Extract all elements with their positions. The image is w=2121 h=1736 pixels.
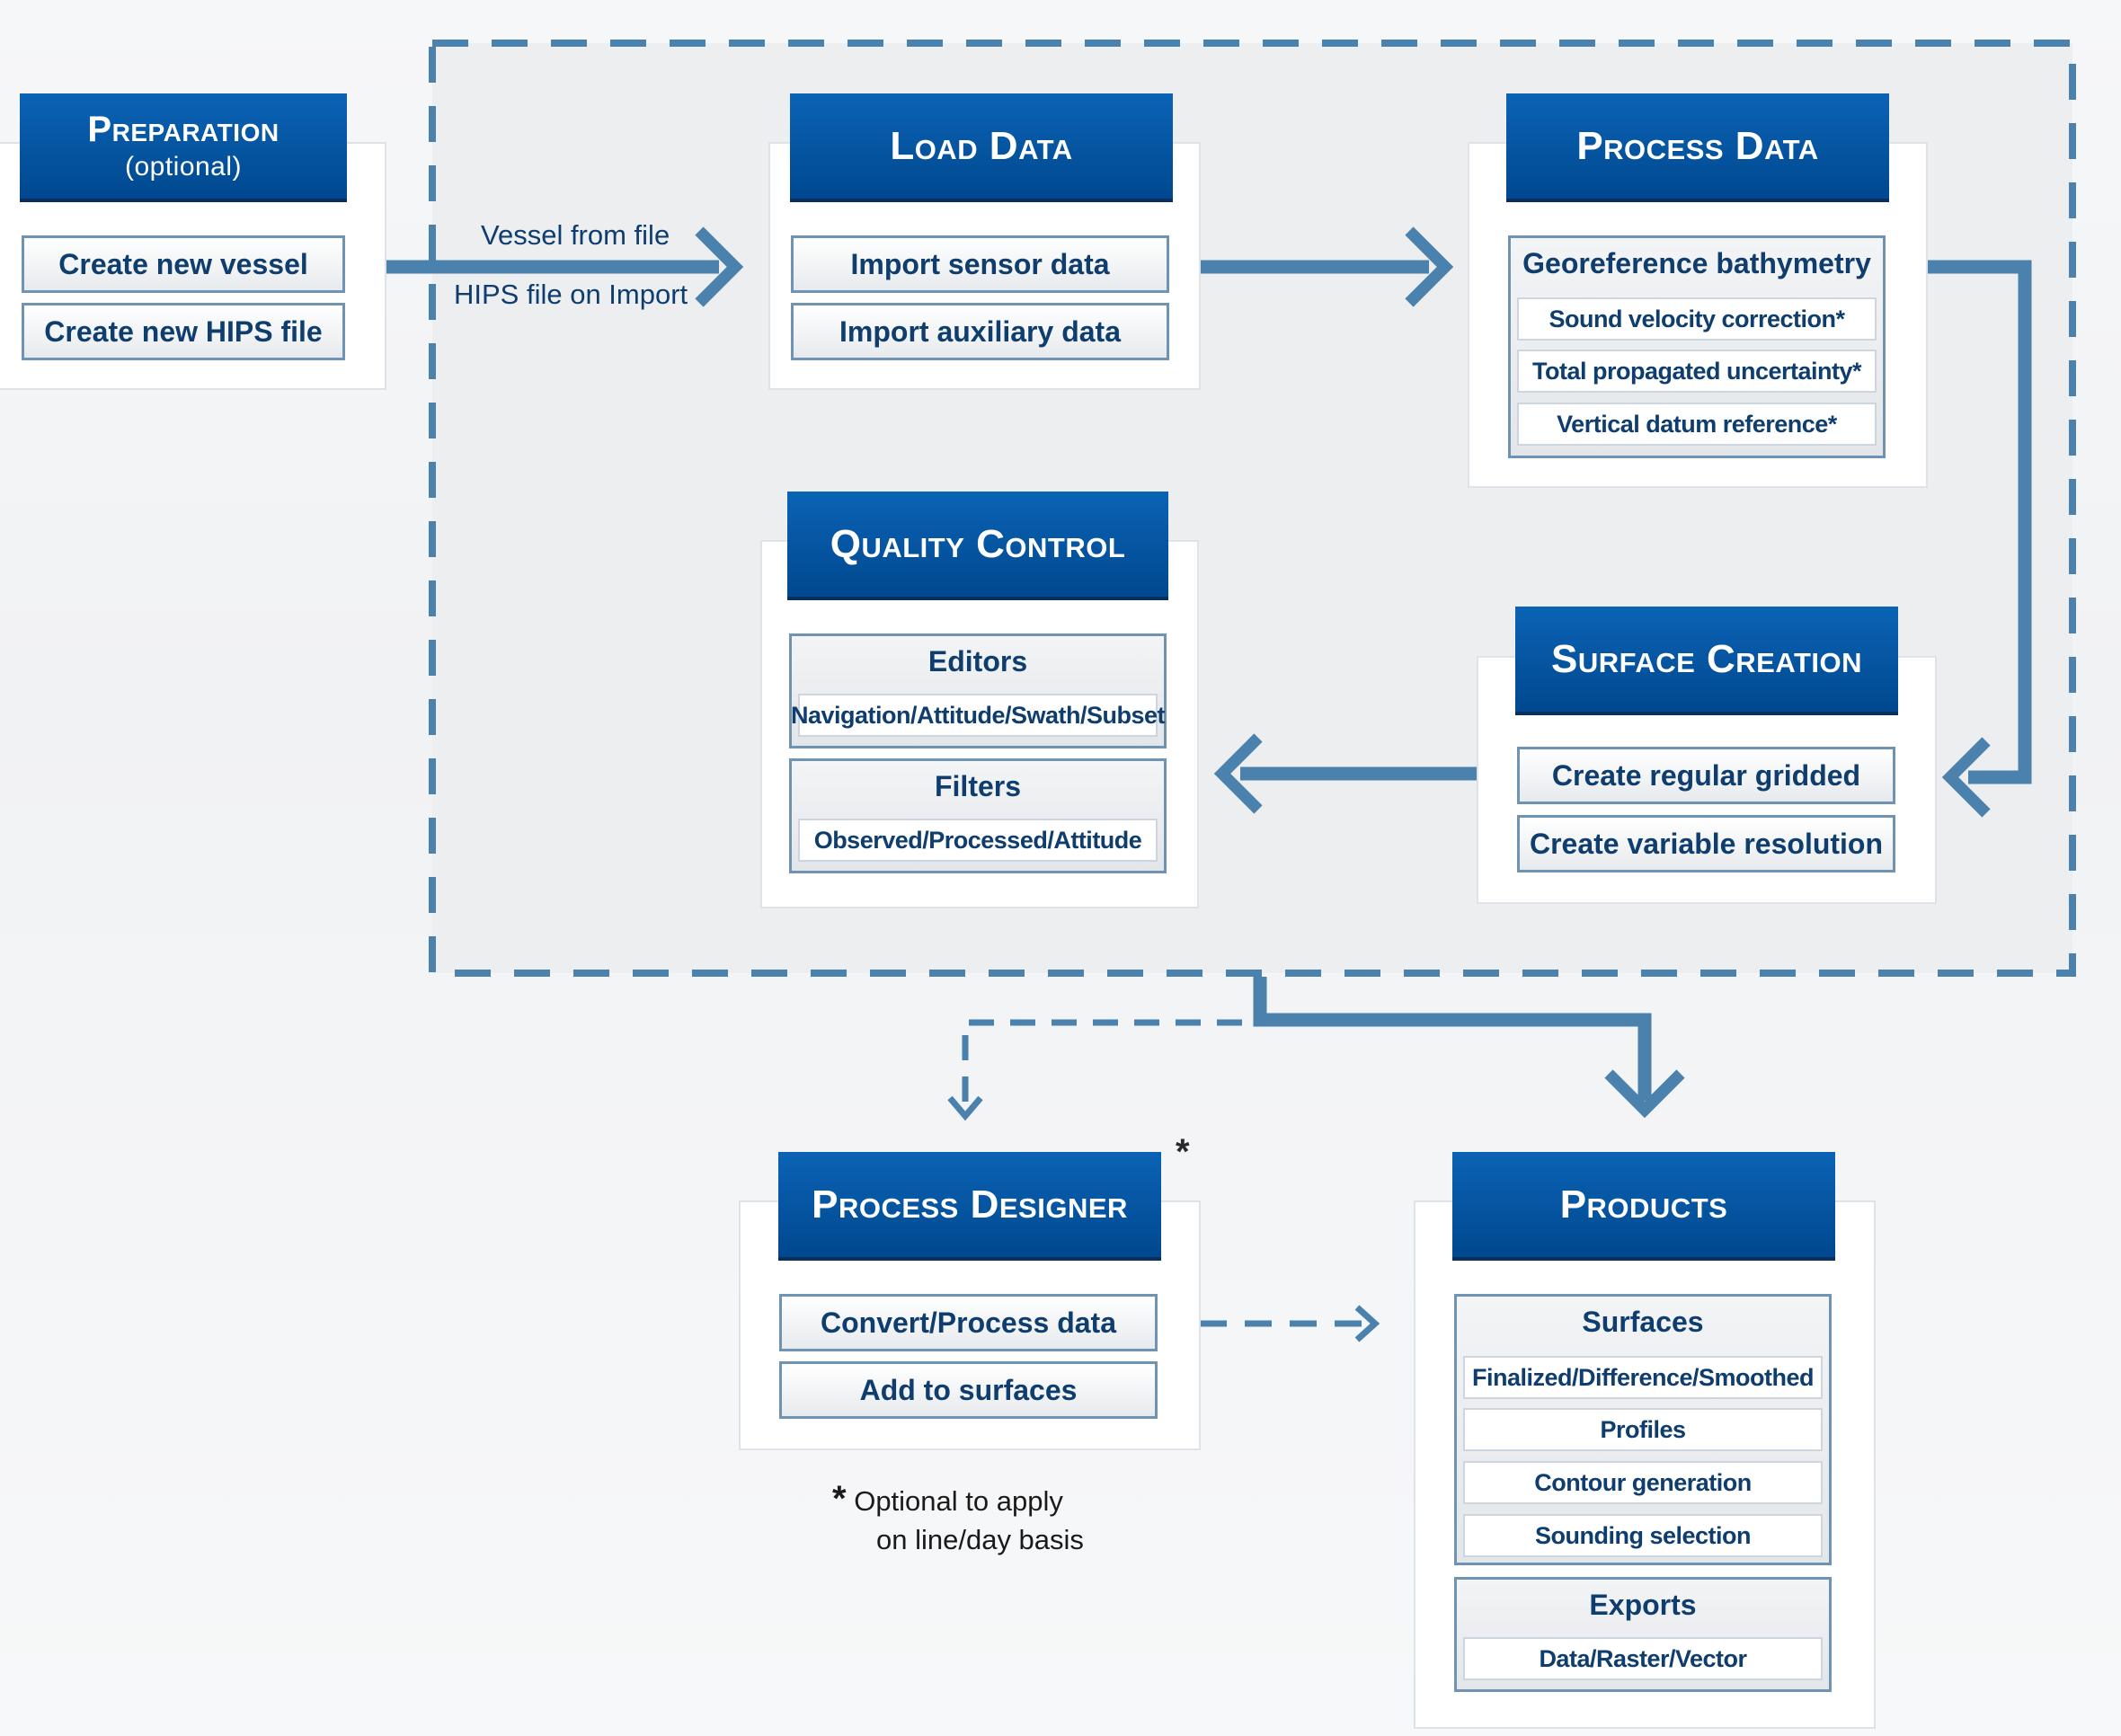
convert-process-data-button[interactable]: Convert/Process data [779, 1294, 1158, 1351]
vertical-datum-reference-item[interactable]: Vertical datum reference* [1517, 403, 1877, 446]
observed-processed-attitude-item[interactable]: Observed/Processed/Attitude [798, 819, 1158, 862]
arrowhead-prep-to-load [695, 226, 744, 307]
arrowhead-process-to-surface [1941, 737, 1991, 818]
editors-group: Editors Navigation/Attitude/Swath/Subset [789, 633, 1167, 748]
load-data-header: Load Data [790, 93, 1173, 202]
process-designer-asterisk: * [1176, 1132, 1190, 1172]
import-auxiliary-data-button[interactable]: Import auxiliary data [791, 303, 1169, 360]
surfaces-title[interactable]: Surfaces [1582, 1306, 1704, 1338]
footnote-asterisk: * [832, 1479, 847, 1519]
create-new-hips-file-button[interactable]: Create new HIPS file [22, 303, 345, 360]
arrowhead-region-to-products [1604, 1069, 1685, 1119]
process-designer-header: Process Designer [778, 1152, 1161, 1261]
footnote-line-2: on line/day basis [876, 1524, 1084, 1555]
quality-control-title: Quality Control [830, 521, 1126, 566]
quality-control-header: Quality Control [787, 492, 1168, 600]
vessel-from-file-label: Vessel from file [481, 219, 670, 251]
finalized-difference-smoothed-item[interactable]: Finalized/Difference/Smoothed [1463, 1356, 1823, 1399]
dashed-arrow-region-to-designer [962, 1019, 1242, 1107]
arrowhead-surface-to-qc [1213, 733, 1263, 814]
create-regular-gridded-button[interactable]: Create regular gridded [1517, 747, 1895, 804]
preparation-subtitle: (optional) [124, 152, 243, 182]
preparation-title: Preparation [87, 110, 280, 149]
products-title: Products [1559, 1182, 1728, 1227]
profiles-item[interactable]: Profiles [1463, 1408, 1823, 1451]
sound-velocity-correction-item[interactable]: Sound velocity correction* [1517, 297, 1877, 341]
add-to-surfaces-button[interactable]: Add to surfaces [779, 1361, 1158, 1419]
footnote-line-1: * Optional to apply [832, 1479, 1063, 1519]
dashed-arrowhead-region-to-designer [947, 1095, 983, 1121]
editors-title[interactable]: Editors [927, 645, 1028, 678]
preparation-header: Preparation (optional) [20, 93, 347, 202]
products-header: Products [1452, 1152, 1835, 1261]
create-new-vessel-button[interactable]: Create new vessel [22, 235, 345, 293]
import-sensor-data-button[interactable]: Import sensor data [791, 235, 1169, 293]
exports-group: Exports Data/Raster/Vector [1454, 1577, 1832, 1692]
process-data-title: Process Data [1576, 123, 1819, 168]
total-propagated-uncertainty-item[interactable]: Total propagated uncertainty* [1517, 350, 1877, 393]
surfaces-group: Surfaces Finalized/Difference/Smoothed P… [1454, 1294, 1832, 1565]
filters-group: Filters Observed/Processed/Attitude [789, 758, 1167, 873]
filters-title[interactable]: Filters [934, 770, 1022, 802]
navigation-attitude-swath-subset-item[interactable]: Navigation/Attitude/Swath/Subset [791, 694, 1166, 737]
load-data-title: Load Data [890, 123, 1073, 168]
process-designer-title: Process Designer [812, 1182, 1128, 1227]
create-variable-resolution-button[interactable]: Create variable resolution [1517, 815, 1895, 872]
dashed-arrowhead-designer-to-products [1354, 1305, 1380, 1342]
hips-file-on-import-label: HIPS file on Import [454, 279, 688, 310]
sounding-selection-item[interactable]: Sounding selection [1463, 1514, 1823, 1557]
contour-generation-item[interactable]: Contour generation [1463, 1461, 1823, 1504]
footnote-text-1: Optional to apply [854, 1485, 1063, 1517]
surface-creation-header: Surface Creation [1515, 607, 1898, 715]
surface-creation-title: Surface Creation [1551, 636, 1862, 681]
exports-title[interactable]: Exports [1589, 1589, 1697, 1621]
georeference-bathymetry-title[interactable]: Georeference bathymetry [1522, 247, 1871, 279]
data-raster-vector-item[interactable]: Data/Raster/Vector [1463, 1637, 1823, 1680]
arrowhead-load-to-process [1405, 226, 1454, 307]
process-data-header: Process Data [1506, 93, 1889, 202]
georeference-bathymetry-group: Georeference bathymetry Sound velocity c… [1508, 235, 1886, 458]
arrow-region-to-products [1253, 977, 1652, 1101]
